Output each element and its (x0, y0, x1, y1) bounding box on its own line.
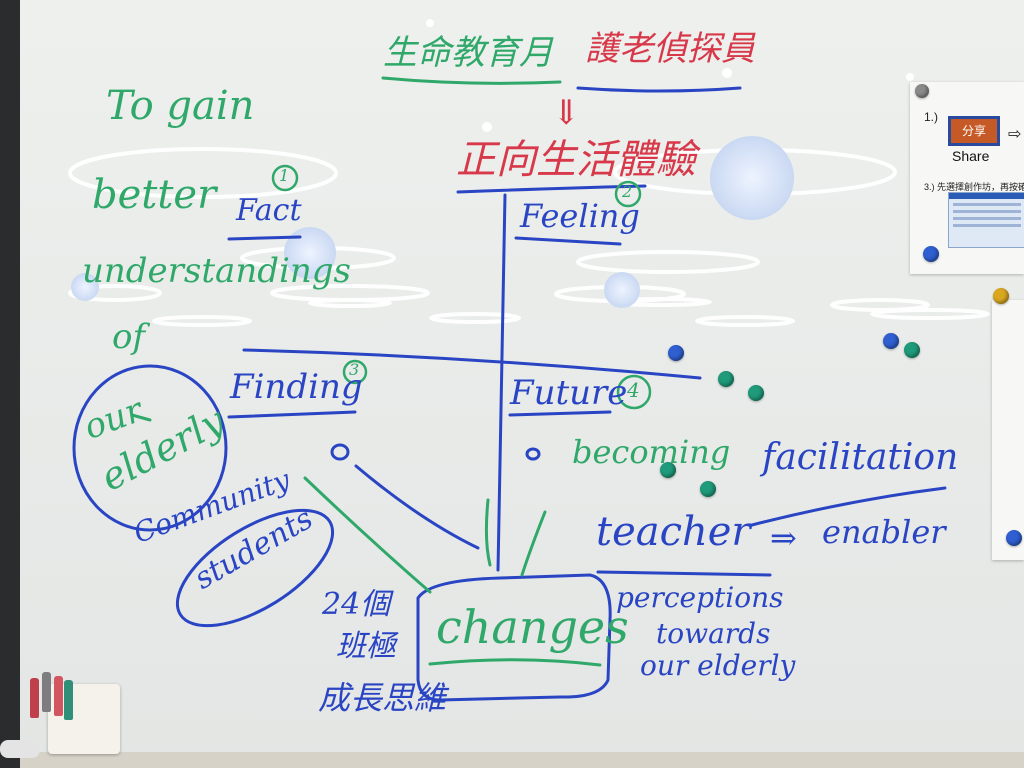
note-facilitation: facilitation (762, 437, 959, 478)
title-life-education: 生命教育月 (383, 33, 553, 73)
magnet-teal (748, 385, 764, 401)
note-changes: changes (436, 600, 629, 654)
label-finding: Finding (230, 367, 363, 407)
label-future: Future (510, 373, 628, 413)
elderly-circle (72, 364, 228, 532)
note-teacher: teacher (596, 509, 751, 555)
magnet-teal (660, 462, 676, 478)
magnet-blue (883, 333, 899, 349)
share-caption: Share (952, 148, 990, 164)
notice-paper: 1.) 分享 ⇨ Share 3.) 先選擇創作坊，再按確 (910, 82, 1024, 274)
magnet-blue (923, 246, 939, 262)
number-3: 3 (349, 360, 360, 379)
number-4: 4 (627, 378, 640, 402)
magnet-yellow (993, 288, 1009, 304)
green-lines (130, 76, 602, 667)
magnet-teal (904, 342, 920, 358)
teal-marker (64, 680, 73, 720)
goal-line-1: To gain (106, 83, 255, 129)
note-towards: towards (656, 617, 771, 650)
magnet-grey (915, 84, 929, 98)
notice-table (948, 192, 1024, 248)
note-enabler: enabler (822, 513, 946, 551)
mindmap-lines (227, 86, 947, 702)
note-growth-mindset: 成長思維 (318, 679, 447, 717)
note-24-classes: 24個 (322, 587, 391, 622)
magnet-teal (718, 371, 734, 387)
note-perceptions: perceptions (616, 581, 784, 614)
red-marker (54, 676, 63, 716)
light-spots (71, 19, 914, 308)
title-elderly-detective: 護老偵探員 (585, 29, 755, 69)
notice-step1: 1.) (924, 110, 939, 124)
board-frame (0, 0, 20, 768)
magnet-teal (700, 481, 716, 497)
grey-marker (42, 672, 51, 712)
note-becoming: becoming (572, 433, 731, 471)
label-feeling: Feeling (520, 197, 640, 235)
subtitle-positive-life: 正向生活體驗 (456, 137, 696, 183)
side-paper (992, 300, 1024, 560)
arrow-icon: ⇨ (1008, 126, 1022, 143)
magnet-blue (1006, 530, 1022, 546)
note-class: 班極 (336, 629, 396, 664)
board-tray (20, 752, 1024, 768)
note-arrow: ⇒ (770, 519, 797, 557)
number-2: 2 (622, 182, 633, 201)
magnet-blue (668, 345, 684, 361)
eraser-knob (0, 740, 40, 758)
notice-step3: 3.) 先選擇創作坊，再按確 (924, 182, 1024, 192)
label-fact: Fact (236, 193, 302, 228)
number-1: 1 (279, 166, 290, 185)
goal-line-3: understandings (82, 251, 351, 291)
students-circle (175, 508, 335, 628)
down-arrow: ⇓ (552, 93, 581, 133)
goal-line-4: of (112, 317, 146, 357)
share-button: 分享 (948, 116, 1000, 146)
red-marker (30, 678, 39, 718)
goal-line-2: better (92, 172, 217, 218)
note-our-elderly: our elderly (640, 649, 796, 682)
